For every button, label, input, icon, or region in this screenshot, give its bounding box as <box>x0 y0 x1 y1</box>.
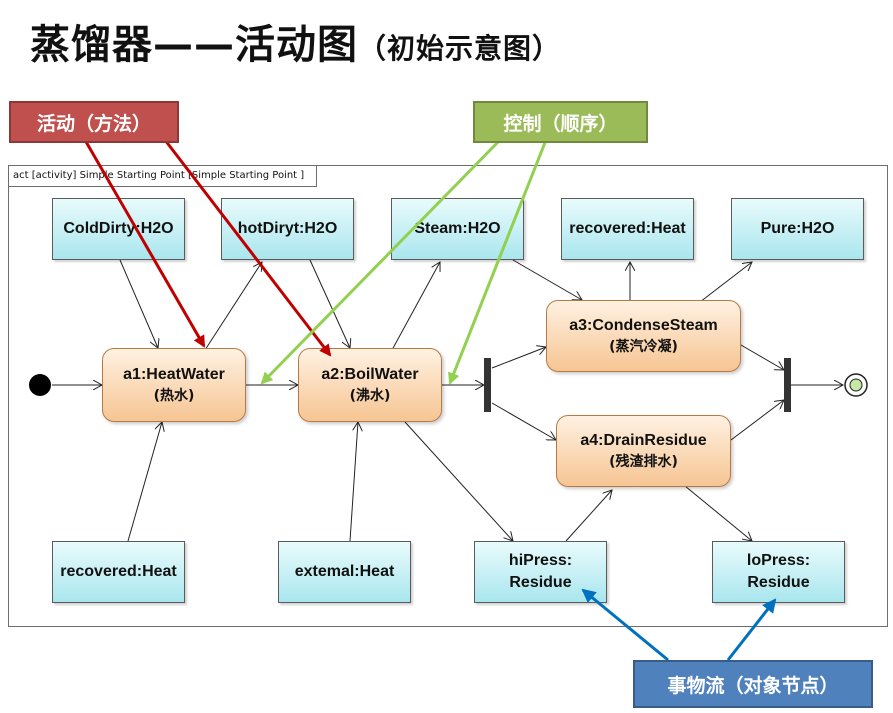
flow-externalheat-to-a2 <box>349 422 358 542</box>
flow-fork-to-a3 <box>491 347 546 369</box>
action-a4-drainresidue: a4:DrainResidue (残渣排水) <box>556 415 731 487</box>
flow-steam-to-a3 <box>512 259 582 300</box>
action-name: a4:DrainResidue <box>580 432 707 449</box>
flow-a2-to-steam <box>391 262 440 351</box>
arrow-activity-to-a1 <box>83 139 206 348</box>
object-external-heat: extemal:Heat <box>278 541 411 603</box>
object-label: Pure:H2O <box>760 220 835 238</box>
action-cn-label: (残渣排水) <box>609 454 678 470</box>
object-label: Steam:H2O <box>414 220 501 238</box>
object-label: recovered:Heat <box>569 220 686 238</box>
flow-a4-to-lopress <box>684 485 752 541</box>
callout-control-text: 控制（顺序） <box>503 112 618 135</box>
activity-frame: act [activity] Simple Starting Point [Si… <box>8 165 888 627</box>
arrow-objectflow-to-hipress <box>581 588 669 662</box>
action-a2-boilwater: a2:BoilWater (沸水) <box>298 348 442 422</box>
action-a1-heatwater: a1:HeatWater (热水) <box>102 348 246 422</box>
callout-control: 控制（顺序） <box>473 101 648 143</box>
activity-callout-arrows <box>83 139 332 357</box>
initial-node <box>29 374 51 396</box>
flow-a1-to-hotdirty <box>204 262 262 351</box>
title-main: 蒸馏器——活动图 <box>30 22 358 68</box>
action-cn-label: (热水) <box>153 388 195 404</box>
object-hotdirty-h2o: hotDiryt:H2O <box>221 198 354 260</box>
object-label: extemal:Heat <box>294 563 395 581</box>
action-cn-label: (沸水) <box>349 388 391 404</box>
callout-activity-text: 活动（方法） <box>36 112 151 135</box>
action-cn-label: (蒸汽冷凝) <box>609 339 678 355</box>
flow-hotdirty-to-a2 <box>309 259 350 348</box>
title-sub: （初始示意图） <box>358 32 562 65</box>
object-recovered-heat-bottom: recovered:Heat <box>52 541 185 603</box>
action-name: a3:CondenseSteam <box>569 317 718 334</box>
frame-label: act [activity] Simple Starting Point [Si… <box>9 166 318 187</box>
final-node-inner <box>849 378 863 392</box>
flow-colddirty-to-a1 <box>119 259 158 348</box>
flow-a2-to-hipress <box>404 421 513 541</box>
fork-bar <box>484 358 491 412</box>
arrow-objectflow-to-lopress <box>726 598 777 661</box>
flow-a3-to-join <box>740 344 784 370</box>
object-label: ColdDirty:H2O <box>63 220 174 238</box>
arrow-activity-to-a2 <box>163 139 332 357</box>
page-title: 蒸馏器——活动图（初始示意图） <box>30 12 561 70</box>
object-label: loPress: Residue <box>746 552 811 591</box>
object-colddirty-h2o: ColdDirty:H2O <box>52 198 185 260</box>
callout-object-flow: 事物流（对象节点） <box>633 660 873 708</box>
arrow-control-to-a2-fork-flow <box>448 139 548 385</box>
object-recovered-heat-top: recovered:Heat <box>561 198 694 260</box>
flow-fork-to-a4 <box>491 402 556 440</box>
arrow-control-to-a1-a2-flow <box>260 138 502 385</box>
flow-a3-to-pure <box>699 262 752 303</box>
callout-object-flow-text: 事物流（对象节点） <box>667 674 839 697</box>
control-callout-arrows <box>260 138 548 385</box>
object-label: hotDiryt:H2O <box>237 220 338 238</box>
object-steam-h2o: Steam:H2O <box>391 198 524 260</box>
object-lopress-residue: loPress: Residue <box>712 541 845 603</box>
object-flow-callout-arrows <box>581 588 777 662</box>
object-pure-h2o: Pure:H2O <box>731 198 864 260</box>
action-name: a1:HeatWater <box>123 366 225 383</box>
action-a3-condensesteam: a3:CondenseSteam (蒸汽冷凝) <box>546 300 741 372</box>
callout-activity: 活动（方法） <box>9 101 179 143</box>
object-label: recovered:Heat <box>60 563 177 581</box>
object-label: hiPress: Residue <box>508 552 573 591</box>
action-name: a2:BoilWater <box>321 366 419 383</box>
flow-a4-to-join <box>730 400 784 441</box>
join-bar <box>784 358 791 412</box>
flow-hipress-to-a4 <box>565 490 612 542</box>
flow-recoveredheat-to-a1 <box>127 422 162 542</box>
